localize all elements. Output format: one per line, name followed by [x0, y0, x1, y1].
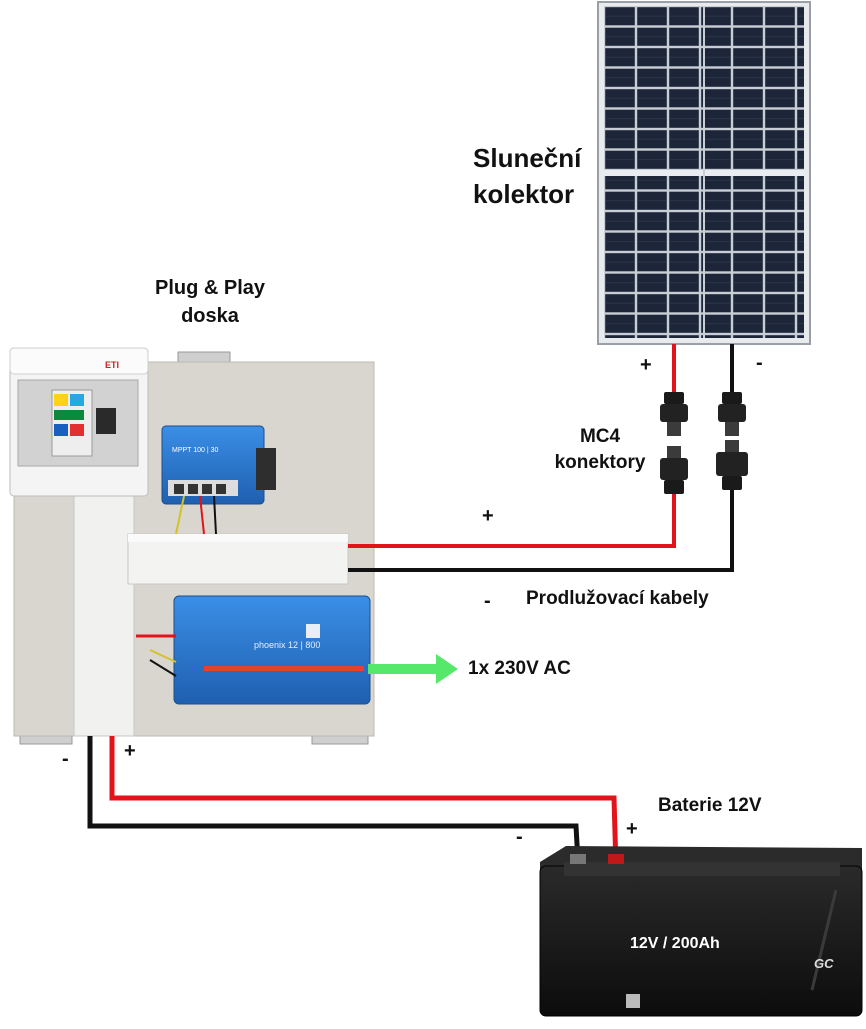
- battery-logo: GC: [814, 956, 834, 971]
- cable-plus-sign: +: [482, 505, 494, 527]
- panel-plus-sign: +: [640, 354, 652, 376]
- mppt-model: MPPT 100 | 30: [172, 447, 219, 454]
- ac-output-label: 1x 230V AC: [468, 658, 571, 679]
- mc4-label-line1: MC4: [579, 426, 621, 447]
- extension-cables: [348, 490, 734, 572]
- inverter: phoenix 12 | 800: [136, 595, 371, 705]
- breaker-box: ETI: [9, 347, 149, 497]
- mc4-plus-male: [660, 392, 688, 436]
- panel-cables: [672, 344, 734, 392]
- board-label-line1: Plug & Play: [154, 277, 266, 299]
- breaker-brand: ETI: [105, 360, 119, 370]
- battery-minus-sign: -: [516, 826, 523, 848]
- solar-panel-label: Sluneční kolektor: [473, 140, 581, 212]
- mc4-label-line2: konektory: [554, 452, 646, 473]
- inverter-model: phoenix 12 | 800: [254, 640, 320, 650]
- cable-minus-sign: -: [484, 590, 491, 612]
- mc4-minus-female: [716, 440, 748, 490]
- mc4-plus-female: [660, 446, 688, 494]
- panel-minus-sign: -: [756, 352, 763, 374]
- board-minus-sign: -: [62, 748, 69, 770]
- board-label-line2: doska: [181, 305, 239, 327]
- ac-output-arrow: [368, 654, 458, 684]
- mppt-charger: MPPT 100 | 30: [161, 425, 276, 535]
- battery: 12V / 200Ah GC: [539, 846, 863, 1017]
- battery-cables: [87, 736, 619, 869]
- board-plus-sign: +: [124, 740, 136, 762]
- battery-label: Baterie 12V: [658, 795, 762, 816]
- mc4-minus-male: [718, 392, 746, 436]
- mc4-connectors: [660, 392, 748, 494]
- extension-cables-label: Prodlužovací kabely: [526, 588, 709, 609]
- solar-panel: [597, 1, 811, 345]
- battery-plus-sign: +: [626, 818, 638, 840]
- mc4-label: MC4 konektory: [540, 424, 660, 476]
- board-label: Plug & Play doska: [140, 274, 280, 330]
- solar-panel-label-line1: Sluneční: [473, 143, 582, 173]
- battery-rating: 12V / 200Ah: [630, 935, 720, 952]
- solar-panel-label-line2: kolektor: [473, 179, 575, 209]
